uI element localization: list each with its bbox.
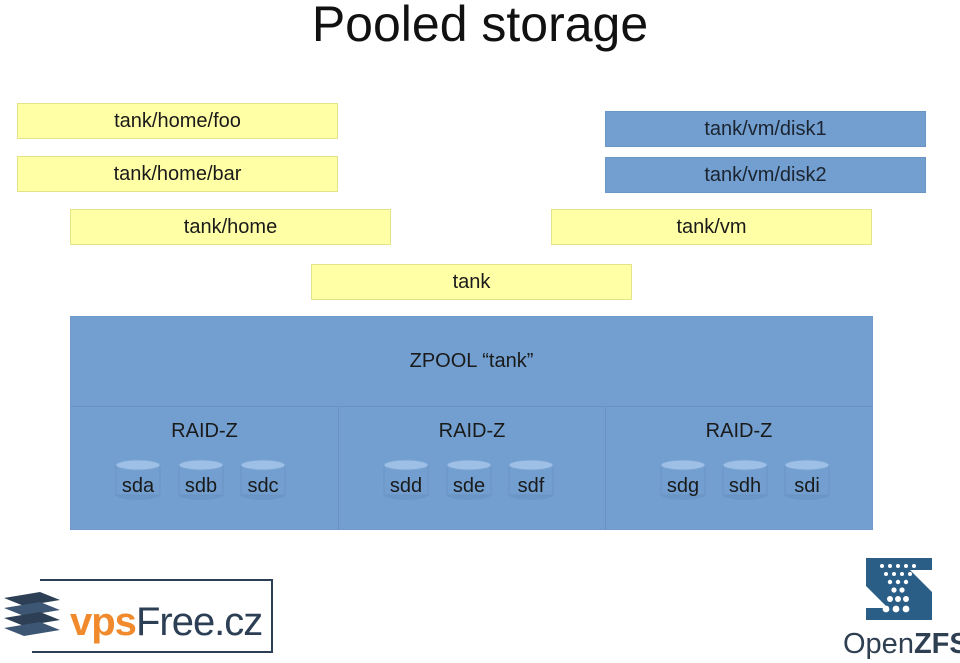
vpsfree-logo-frame-icon: [4, 579, 273, 653]
dataset-tank: tank: [311, 264, 632, 300]
diagram-title: Pooled storage: [311, 0, 649, 52]
disk-sdi: sdi: [784, 459, 830, 501]
openzfs-logo-text: OpenZFS: [843, 628, 960, 660]
disk-label: sda: [121, 475, 155, 497]
dataset-tank-home: tank/home: [70, 209, 391, 245]
disk-cylinder-icon: [660, 459, 706, 500]
disk-cylinder-icon: [784, 459, 830, 500]
disk-sdd: sdd: [383, 459, 429, 501]
disk-cylinder-icon: [446, 459, 492, 500]
dataset-tank-home-bar: tank/home/bar: [17, 156, 338, 192]
disk-label: sdh: [728, 475, 762, 497]
disk-label: sdd: [389, 475, 423, 497]
disk-cylinder-icon: [115, 459, 161, 500]
disk-sdc: sdc: [240, 459, 286, 501]
disk-sdg: sdg: [660, 459, 706, 501]
disk-sdb: sdb: [178, 459, 224, 501]
disk-label: sdi: [794, 475, 820, 497]
vdev-raidz-1: RAID-Z sda sdb sdc: [71, 406, 338, 530]
dataset-tank-vm: tank/vm: [551, 209, 872, 245]
disk-label: sde: [452, 475, 486, 497]
disk-cylinder-icon: [178, 459, 224, 500]
zvol-tank-vm-disk1: tank/vm/disk1: [605, 111, 926, 147]
zvol-tank-vm-disk2: tank/vm/disk2: [605, 157, 926, 193]
vdev-raidz-2: RAID-Z sdd sde sdf: [338, 406, 605, 530]
openzfs-logo-icon: [866, 558, 932, 620]
disk-sde: sde: [446, 459, 492, 501]
disk-sda: sda: [115, 459, 161, 501]
vdev-label: RAID-Z: [705, 420, 773, 442]
disk-cylinder-icon: [722, 459, 768, 500]
disk-label: sdg: [666, 475, 700, 497]
disk-cylinder-icon: [383, 459, 429, 500]
disk-label: sdc: [247, 475, 279, 497]
zpool-tank: ZPOOL “tank” RAID-Z sda sdb sdc RAID-Z s…: [70, 316, 873, 530]
dataset-tank-home-foo: tank/home/foo: [17, 103, 338, 139]
disk-sdf: sdf: [508, 459, 554, 501]
disk-cylinder-icon: [240, 459, 286, 500]
vdev-label: RAID-Z: [438, 420, 506, 442]
vdev-label: RAID-Z: [171, 420, 238, 442]
disk-label: sdb: [184, 475, 218, 497]
disk-sdh: sdh: [722, 459, 768, 501]
disk-label: sdf: [517, 475, 545, 497]
vpsfree-logo-text: vpsFree.cz: [70, 600, 263, 644]
vdev-raidz-3: RAID-Z sdg sdh sdi: [605, 406, 872, 530]
zpool-label: ZPOOL “tank”: [409, 350, 534, 372]
disk-cylinder-icon: [508, 459, 554, 500]
